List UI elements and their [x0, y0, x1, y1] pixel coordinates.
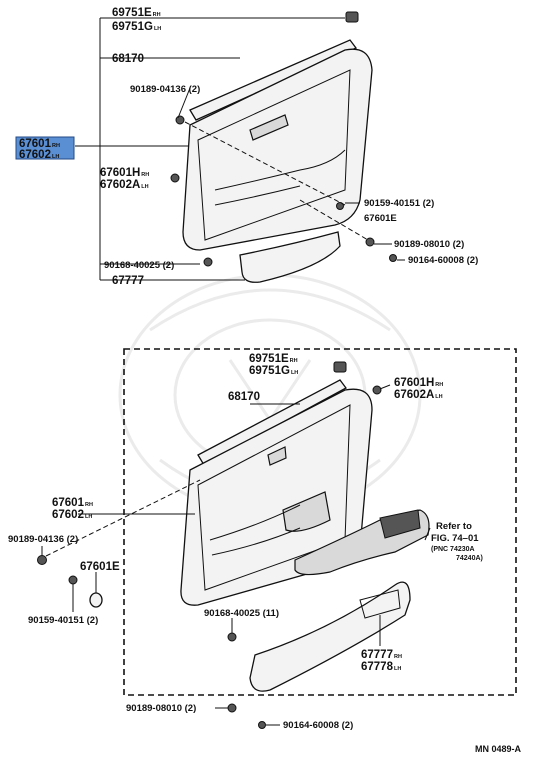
bottom-door-assembly: 69751ERH 69751GLH 68170 67601HRH 67602AL…	[8, 348, 517, 731]
refer-note: 74240A)	[456, 555, 483, 562]
clip-icon	[175, 115, 185, 125]
armrest-top	[239, 231, 341, 283]
handle-recess	[282, 491, 331, 532]
part-number-label: 67601E	[364, 213, 397, 224]
part-number-label: 90189-08010 (2)	[394, 239, 464, 250]
sub-assembly-dashed-box	[123, 348, 517, 696]
molding-clip-top	[345, 11, 359, 23]
screw-icon	[389, 254, 397, 262]
part-number-label: 69751ERH	[112, 7, 161, 19]
part-number-label: 90189-04136 (2)	[130, 84, 200, 95]
part-number-label: 69751GLH	[112, 21, 161, 33]
molding-strip-bottom	[197, 379, 347, 466]
part-number-label: 90159-40151 (2)	[28, 615, 98, 626]
clip-icon	[37, 555, 47, 565]
part-number-label: 67777	[112, 275, 144, 287]
refer-note: FIG. 74–01	[431, 533, 479, 544]
part-number-label: 90159-40151 (2)	[364, 198, 434, 209]
part-number-label: 67602LH	[52, 509, 92, 521]
molding-clip-bottom	[333, 361, 347, 373]
part-number-label: 90164-60008 (2)	[283, 720, 353, 731]
clip-icon	[372, 385, 382, 395]
refer-note: Refer to	[436, 521, 472, 532]
screw-icon	[68, 575, 78, 585]
part-number-label: 90164-60008 (2)	[408, 255, 478, 266]
part-number-label: 67777RH	[361, 649, 402, 661]
door-trim-panel-top	[182, 48, 373, 251]
panel-pocket-bottom	[267, 446, 287, 466]
screw-icon	[336, 202, 344, 210]
diagram-code: MN 0489-A	[475, 744, 522, 754]
clip-icon	[227, 703, 237, 713]
refer-note: (PNC 74230A	[431, 546, 475, 553]
part-number-label: 67778LH	[361, 661, 401, 673]
part-number-label: 67602ALH	[100, 179, 149, 191]
part-number-label: 90168-40025 (11)	[204, 608, 279, 619]
armrest-bottom	[249, 581, 411, 692]
part-number-label: 67601E	[80, 561, 120, 573]
part-number-label: 67601HRH	[100, 167, 149, 179]
part-number-label-highlighted: 67601RH	[19, 138, 60, 150]
screw-icon	[258, 721, 266, 729]
clip-icon	[203, 257, 213, 267]
molding-strip-top	[189, 39, 358, 121]
part-number-label: 67601RH	[52, 497, 93, 509]
top-door-assembly: 69751ERH 69751GLH 68170 90189-04136 (2) …	[15, 7, 478, 287]
clip-icon	[227, 632, 237, 642]
part-number-label: 69751GLH	[249, 365, 298, 377]
part-number-label: 90189-04136 (2)	[8, 534, 78, 545]
highlighted-part-box	[15, 136, 75, 160]
part-number-label: 67601HRH	[394, 377, 443, 389]
part-number-label: 67602ALH	[394, 389, 443, 401]
cover-cap-icon	[89, 592, 103, 608]
clip-icon	[170, 173, 180, 183]
part-number-label: 69751ERH	[249, 353, 298, 365]
clip-icon	[365, 237, 375, 247]
panel-pocket-top	[249, 114, 289, 141]
part-number-label: 68170	[112, 53, 144, 65]
part-number-label: 68170	[228, 391, 260, 403]
part-number-label-highlighted: 67602LH	[19, 149, 59, 161]
part-number-label: 90189-08010 (2)	[126, 703, 196, 714]
part-number-label: 90168-40025 (2)	[104, 260, 174, 271]
